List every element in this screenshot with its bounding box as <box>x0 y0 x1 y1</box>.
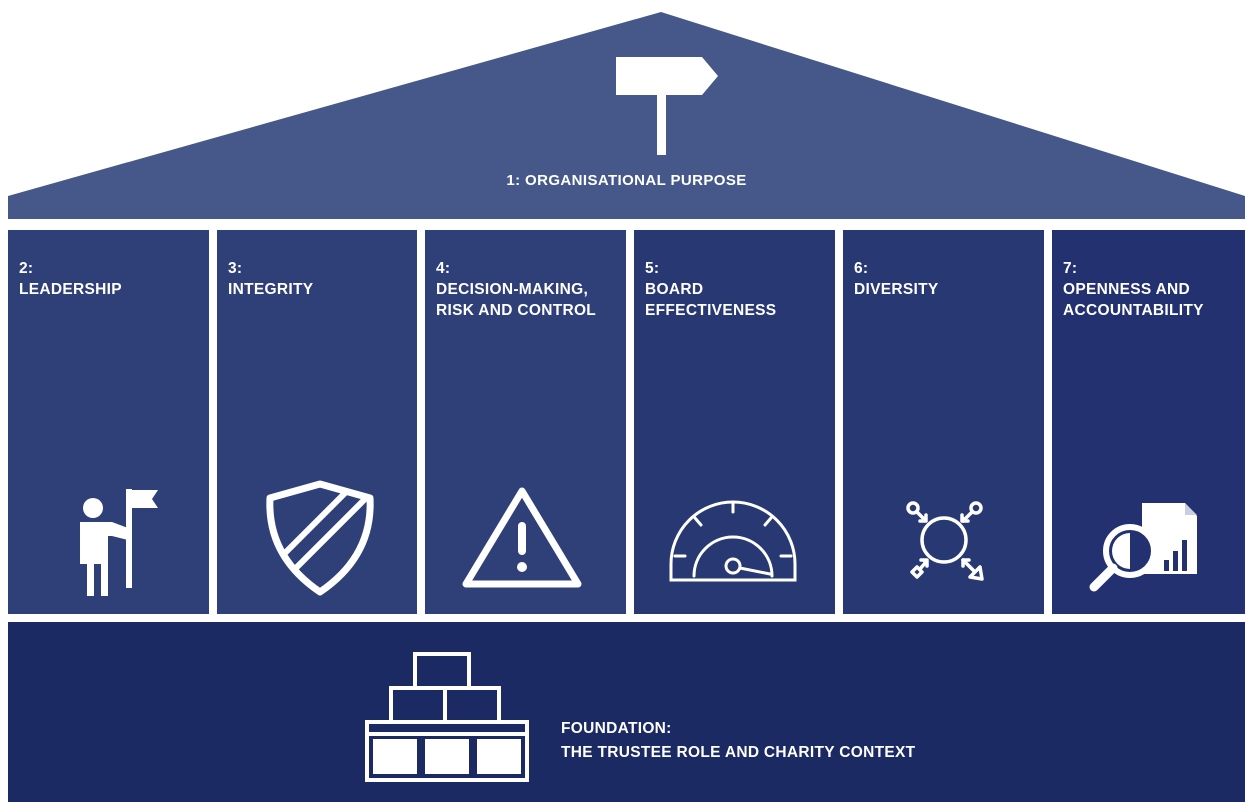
pillar-title-line-1: LEADERSHIP <box>19 281 122 298</box>
pillar-title: 7: OPENNESS AND ACCOUNTABILITY <box>1063 258 1241 321</box>
pillar-diversity: 6: DIVERSITY <box>843 230 1044 614</box>
person-with-flag-icon <box>80 489 158 596</box>
pillar-number: 2: <box>19 260 34 277</box>
pillar-number: 6: <box>854 260 869 277</box>
pillar-decision-making: 4: DECISION-MAKING, RISK AND CONTROL <box>425 230 626 614</box>
pillar-title: 3: INTEGRITY <box>228 258 413 300</box>
speedometer-icon <box>669 500 797 582</box>
pillar-title-line-1: DIVERSITY <box>854 281 939 298</box>
pillar-title-line-1: BOARD <box>645 281 704 298</box>
foundation-text: FOUNDATION: THE TRUSTEE ROLE AND CHARITY… <box>561 717 915 765</box>
pillar-number: 3: <box>228 260 243 277</box>
pillar-openness-accountability: 7: OPENNESS AND ACCOUNTABILITY <box>1052 230 1245 614</box>
roof-shape <box>8 12 1245 219</box>
foundation: FOUNDATION: THE TRUSTEE ROLE AND CHARITY… <box>8 622 1245 802</box>
pillar-title-line-1: OPENNESS AND <box>1063 281 1191 298</box>
roof-label: 1: ORGANISATIONAL PURPOSE <box>506 172 747 189</box>
foundation-subtitle: THE TRUSTEE ROLE AND CHARITY CONTEXT <box>561 744 916 761</box>
pillar-title: 5: BOARD EFFECTIVENESS <box>645 258 831 321</box>
pillar-number: 5: <box>645 260 660 277</box>
pillar-title: 6: DIVERSITY <box>854 258 1040 300</box>
signpost-icon <box>616 57 718 155</box>
pillar-title-line-2: ACCOUNTABILITY <box>1063 302 1204 319</box>
pillar-title-line-2: RISK AND CONTROL <box>436 302 597 319</box>
roof-organisational-purpose <box>8 12 1245 219</box>
pillar-number: 7: <box>1063 260 1078 277</box>
pillar-title: 2: LEADERSHIP <box>19 258 205 300</box>
shield-icon <box>266 480 374 596</box>
foundation-title: FOUNDATION: <box>561 720 672 737</box>
magnifier-report-icon <box>1089 503 1197 592</box>
pillar-title-line-2: EFFECTIVENESS <box>645 302 777 319</box>
building-blocks-icon <box>365 652 529 782</box>
pillar-leadership: 2: LEADERSHIP <box>8 230 209 614</box>
pillar-board-effectiveness: 5: BOARD EFFECTIVENESS <box>634 230 835 614</box>
pillar-title-line-1: INTEGRITY <box>228 281 314 298</box>
pillar-number: 4: <box>436 260 451 277</box>
pillar-title: 4: DECISION-MAKING, RISK AND CONTROL <box>436 258 622 321</box>
diversity-arrows-icon <box>906 501 984 581</box>
pillar-title-line-1: DECISION-MAKING, <box>436 281 589 298</box>
pillar-integrity: 3: INTEGRITY <box>217 230 417 614</box>
warning-icon <box>462 487 582 588</box>
